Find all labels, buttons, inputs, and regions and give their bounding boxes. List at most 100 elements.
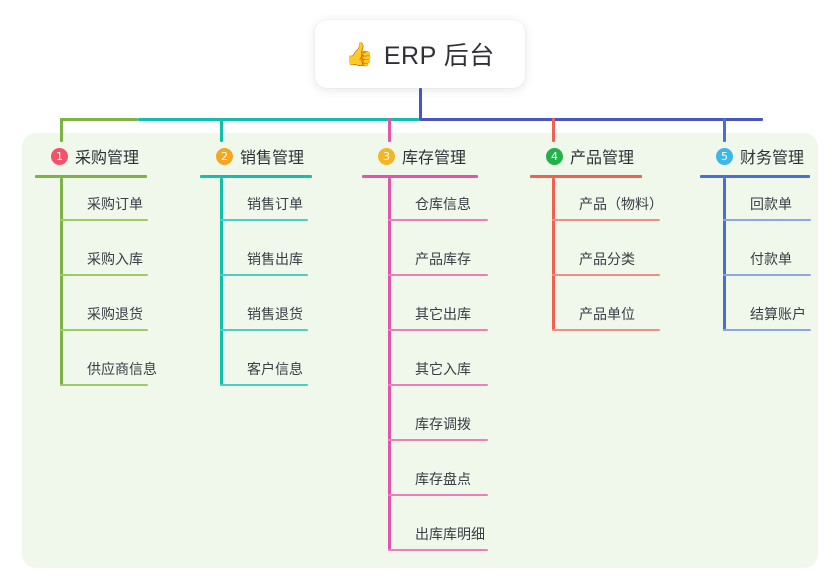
branch-item-label: 其它入库	[415, 361, 471, 377]
trunk-segment-trunk-green	[60, 118, 138, 121]
branch-number-badge: 3	[378, 147, 395, 165]
branch-header-underline	[700, 175, 810, 178]
branch-number-badge: 2	[216, 147, 233, 165]
branch-item[interactable]: 产品分类	[552, 233, 660, 288]
branch-column-2: 2 销售管理销售订单销售出库销售退货客户信息	[200, 143, 312, 398]
trunk-segment-trunk-teal	[138, 118, 419, 121]
branch-item[interactable]: 销售订单	[220, 178, 312, 233]
branch-item[interactable]: 客户信息	[220, 343, 312, 398]
branch-item-label: 付款单	[750, 251, 792, 267]
branch-item[interactable]: 采购入库	[60, 233, 148, 288]
branch-header-underline	[362, 175, 478, 178]
branch-item-label: 回款单	[750, 196, 792, 212]
branch-number-badge: 1	[51, 147, 68, 165]
branch-item[interactable]: 回款单	[723, 178, 811, 233]
branch-drop-4	[552, 118, 555, 142]
branch-items: 仓库信息产品库存其它出库其它入库库存调拨库存盘点出库库明细	[388, 178, 488, 563]
branch-item-label: 仓库信息	[415, 196, 471, 212]
thumbs-up-icon: 👍	[345, 40, 374, 67]
branch-item-underline	[388, 439, 488, 441]
branch-item-underline	[723, 274, 811, 276]
branch-item-label: 结算账户	[750, 306, 806, 322]
branch-item-underline	[60, 329, 148, 331]
branch-item-label: 采购退货	[87, 306, 143, 322]
branch-item[interactable]: 结算账户	[723, 288, 811, 343]
branch-title: 采购管理	[75, 150, 140, 167]
branch-spine-1	[60, 178, 63, 386]
branch-item-underline	[388, 274, 488, 276]
branch-item-underline	[220, 274, 308, 276]
branch-item[interactable]: 销售出库	[220, 233, 312, 288]
branch-item-underline	[723, 219, 811, 221]
branch-header-3[interactable]: 3 库存管理	[362, 143, 478, 169]
branch-item-underline	[60, 274, 148, 276]
branch-item[interactable]: 付款单	[723, 233, 811, 288]
branch-header-2[interactable]: 2 销售管理	[200, 143, 312, 169]
branch-column-1: 1 采购管理采购订单采购入库采购退货供应商信息	[35, 143, 157, 398]
branch-item[interactable]: 仓库信息	[388, 178, 488, 233]
branch-item-label: 供应商信息	[87, 361, 157, 377]
branch-item[interactable]: 库存调拨	[388, 398, 488, 453]
branch-title: 财务管理	[740, 150, 805, 167]
branch-item-underline	[388, 384, 488, 386]
branch-item[interactable]: 产品库存	[388, 233, 488, 288]
branch-item-underline	[723, 329, 811, 331]
branch-column-5: 5 财务管理回款单付款单结算账户	[700, 143, 811, 343]
branch-item[interactable]: 产品（物料）	[552, 178, 663, 233]
branch-items: 产品（物料） 产品分类产品单位	[552, 178, 663, 343]
branch-header-5[interactable]: 5 财务管理	[700, 143, 810, 169]
branch-header-underline	[530, 175, 642, 178]
branch-header-underline	[200, 175, 312, 178]
branch-item-underline	[388, 219, 488, 221]
branch-item-label: 库存盘点	[415, 471, 471, 487]
branch-item-underline	[552, 329, 660, 331]
branch-number-badge: 5	[716, 147, 733, 165]
branch-item-label: 客户信息	[247, 361, 303, 377]
branch-item[interactable]: 其它出库	[388, 288, 488, 343]
branch-drop-1	[60, 118, 63, 142]
branch-title: 产品管理	[570, 150, 635, 167]
branch-item-label: 产品分类	[579, 251, 635, 267]
branch-title: 销售管理	[240, 150, 305, 167]
branch-item[interactable]: 供应商信息	[60, 343, 157, 398]
branch-item[interactable]: 采购订单	[60, 178, 148, 233]
branch-items: 销售订单销售出库销售退货客户信息	[220, 178, 312, 398]
branch-item-underline	[388, 329, 488, 331]
branch-item-label: 销售订单	[247, 196, 303, 212]
branch-header-1[interactable]: 1 采购管理	[35, 143, 147, 169]
branch-item[interactable]: 销售退货	[220, 288, 312, 343]
branch-spine-3	[388, 178, 391, 551]
branch-item-label: 出库库明细	[415, 526, 485, 542]
branch-item-label: 产品库存	[415, 251, 471, 267]
branch-item-underline	[552, 219, 660, 221]
root-node-title: ERP 后台	[383, 42, 495, 70]
branch-spine-5	[723, 178, 726, 331]
branch-item-label: 销售出库	[247, 251, 303, 267]
branch-item-label: 产品（物料）	[579, 196, 663, 212]
branch-item[interactable]: 出库库明细	[388, 508, 488, 563]
branch-item-label: 其它出库	[415, 306, 471, 322]
branch-column-3: 3 库存管理仓库信息产品库存其它出库其它入库库存调拨库存盘点出库库明细	[362, 143, 488, 563]
branch-item-label: 库存调拨	[415, 416, 471, 432]
branch-number-badge: 4	[546, 147, 563, 165]
branch-drop-3	[388, 118, 391, 142]
branch-item-underline	[552, 274, 660, 276]
branch-item-underline	[220, 219, 308, 221]
branch-items: 采购订单采购入库采购退货供应商信息	[60, 178, 157, 398]
branch-item[interactable]: 其它入库	[388, 343, 488, 398]
branch-column-4: 4 产品管理产品（物料） 产品分类产品单位	[530, 143, 663, 343]
branch-item-label: 销售退货	[247, 306, 303, 322]
branch-item-underline	[60, 219, 148, 221]
branch-drop-2	[220, 118, 223, 142]
branch-header-4[interactable]: 4 产品管理	[530, 143, 642, 169]
branch-item-label: 产品单位	[579, 306, 635, 322]
branch-item-underline	[388, 494, 488, 496]
branch-header-underline	[35, 175, 147, 178]
branch-item-underline	[220, 329, 308, 331]
branch-item[interactable]: 采购退货	[60, 288, 148, 343]
branch-title: 库存管理	[402, 150, 467, 167]
branch-item[interactable]: 产品单位	[552, 288, 660, 343]
root-node-card[interactable]: 👍 ERP 后台	[315, 20, 525, 88]
branch-item[interactable]: 库存盘点	[388, 453, 488, 508]
root-connector-line	[419, 88, 422, 120]
